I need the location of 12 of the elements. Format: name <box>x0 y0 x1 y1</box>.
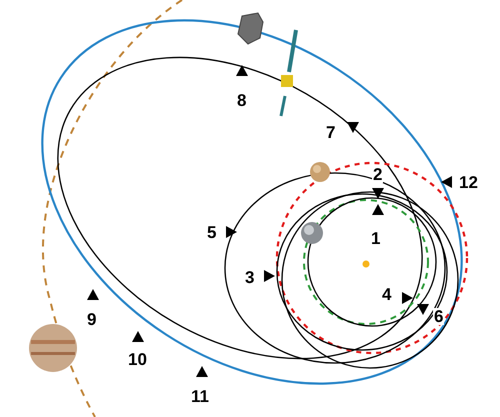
callout-number: 9 <box>86 311 98 328</box>
callout-number: 3 <box>244 269 256 286</box>
callout-number: 4 <box>381 286 392 303</box>
callout-number: 5 <box>206 224 218 241</box>
callout-number: 7 <box>325 124 336 141</box>
callout-number: 2 <box>372 166 384 183</box>
callout-number: 6 <box>433 308 444 325</box>
callout-number: 1 <box>370 230 382 247</box>
callout-number: 11 <box>190 388 210 405</box>
callout-number: 12 <box>458 174 479 191</box>
callout-number: 8 <box>236 92 248 109</box>
callout-number: 10 <box>127 351 148 368</box>
